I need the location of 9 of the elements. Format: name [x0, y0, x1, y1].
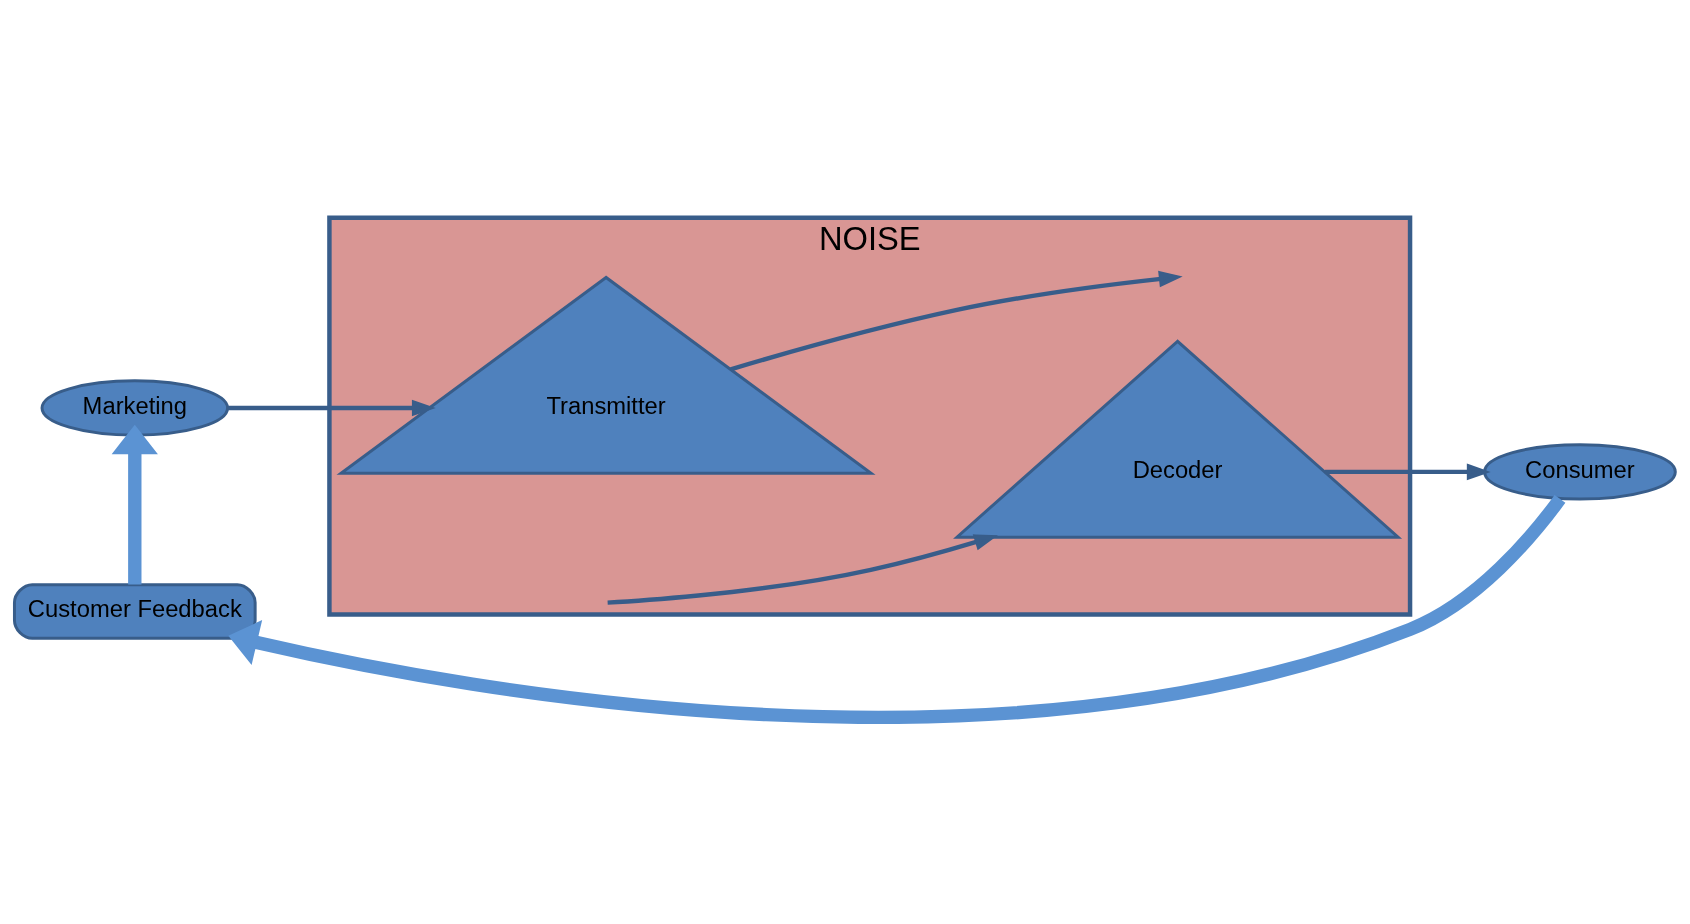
arrow — [730, 270, 1183, 372]
arrow — [228, 494, 1566, 724]
arrow — [1324, 463, 1491, 481]
node-box: Customer Feedback — [12, 583, 257, 640]
node-ellipse: Consumer — [1483, 443, 1677, 501]
node-ellipse: Marketing — [40, 379, 230, 437]
arrow — [227, 399, 436, 417]
arrow — [111, 424, 158, 585]
arrow — [607, 534, 998, 605]
